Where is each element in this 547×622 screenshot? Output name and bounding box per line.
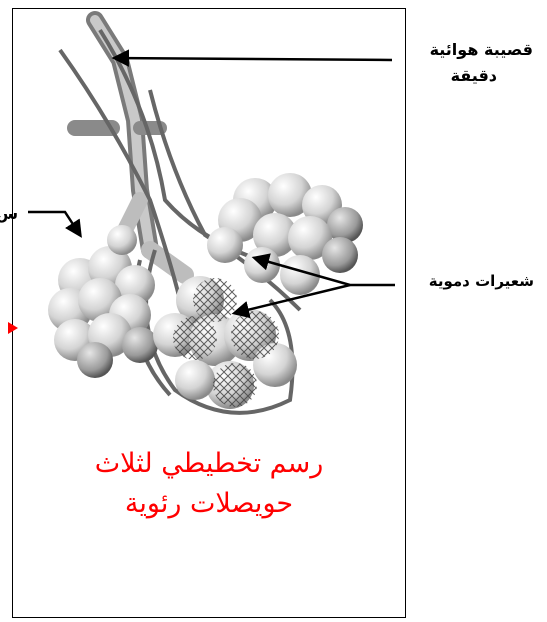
red-arrow-marker xyxy=(8,322,18,334)
caption-line1: رسم تخطيطي لثلاث xyxy=(12,448,406,479)
label-bronchiole-line1: قصيبة هوائية xyxy=(430,40,533,59)
label-bronchiole-line2: دقيقة xyxy=(451,66,497,85)
alveolus-right xyxy=(207,173,363,295)
arrow-left xyxy=(28,212,80,235)
caption-line2: حويصلات رئوية xyxy=(12,488,406,519)
label-left-cut: س xyxy=(0,204,18,223)
label-capillaries: شعيرات دموية xyxy=(429,272,534,290)
arrow-bronchiole xyxy=(115,58,392,60)
